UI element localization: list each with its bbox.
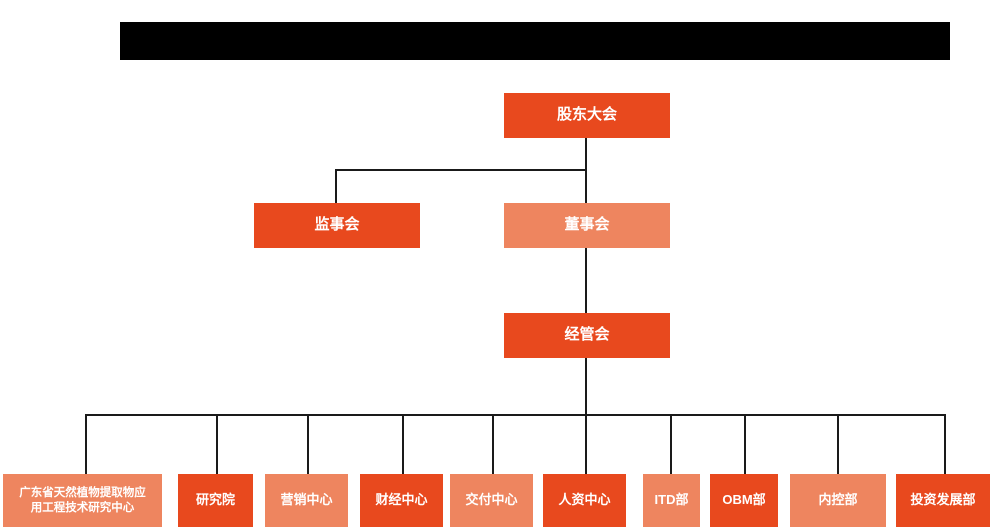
- node-department-research-center[interactable]: 广东省天然植物提取物应 用工程技术研究中心: [3, 474, 162, 527]
- connector-to-dept-7: [744, 414, 746, 474]
- connector-to-dept-0: [85, 414, 87, 474]
- connector-to-dept-8: [837, 414, 839, 474]
- node-label: 股东大会: [556, 106, 617, 124]
- node-department-marketing-center[interactable]: 营销中心: [265, 474, 348, 527]
- node-department-hr-center[interactable]: 人资中心: [543, 474, 626, 527]
- node-department-investment-development[interactable]: 投资发展部: [896, 474, 990, 527]
- node-label: 广东省天然植物提取物应 用工程技术研究中心: [19, 487, 146, 514]
- connector-to-dept-6: [670, 414, 672, 474]
- node-department-research-institute[interactable]: 研究院: [178, 474, 253, 527]
- connector-to-dept-3: [402, 414, 404, 474]
- node-label: 经管会: [564, 326, 610, 344]
- node-label: 交付中心: [465, 492, 518, 508]
- node-department-finance-center[interactable]: 财经中心: [360, 474, 443, 527]
- node-label: 人资中心: [558, 492, 611, 508]
- node-board-of-supervisors[interactable]: 监事会: [254, 203, 420, 248]
- connector-to-dept-1: [216, 414, 218, 474]
- connector-to-supervisors: [335, 169, 337, 203]
- connector-management-down: [585, 358, 587, 415]
- node-department-internal-control[interactable]: 内控部: [790, 474, 886, 527]
- connector-to-dept-4: [492, 414, 494, 474]
- node-department-itd[interactable]: ITD部: [643, 474, 700, 527]
- node-shareholders-meeting[interactable]: 股东大会: [504, 93, 670, 138]
- node-management-committee[interactable]: 经管会: [504, 313, 670, 358]
- node-label: 监事会: [314, 216, 360, 234]
- connector-to-directors: [585, 169, 587, 203]
- connector-to-dept-9: [944, 414, 946, 474]
- node-label: ITD部: [654, 492, 689, 508]
- redacted-title-banner: [120, 22, 950, 60]
- node-department-obm[interactable]: OBM部: [710, 474, 778, 527]
- connector-department-bus: [85, 414, 946, 416]
- connector-shareholders-down: [585, 138, 587, 171]
- node-department-delivery-center[interactable]: 交付中心: [450, 474, 533, 527]
- node-label: 研究院: [195, 492, 235, 508]
- connector-to-dept-5: [585, 414, 587, 474]
- node-label: OBM部: [722, 492, 766, 508]
- node-label: 内控部: [818, 492, 858, 508]
- node-label: 投资发展部: [910, 492, 976, 508]
- connector-to-dept-2: [307, 414, 309, 474]
- node-label: 财经中心: [375, 492, 428, 508]
- node-label: 董事会: [564, 216, 610, 234]
- connector-directors-to-management: [585, 248, 587, 313]
- connector-level2-bus: [335, 169, 587, 171]
- node-label: 营销中心: [280, 492, 333, 508]
- node-board-of-directors[interactable]: 董事会: [504, 203, 670, 248]
